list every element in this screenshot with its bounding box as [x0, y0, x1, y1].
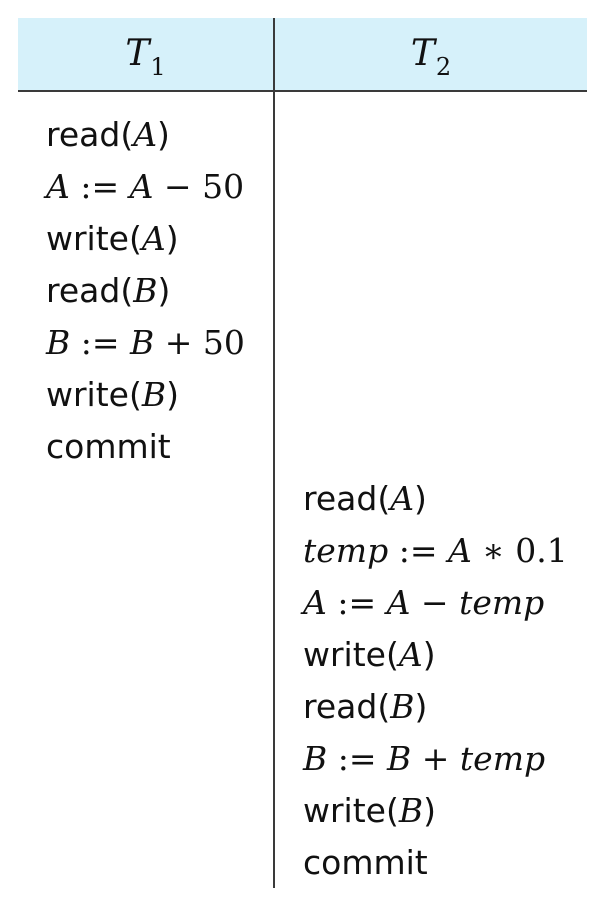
t1-op-assign-a: A := A − 50 [46, 167, 245, 206]
t2-op-assign-temp: temp := A ∗ 0.1 [303, 531, 568, 570]
t1-op-read-a: read(A) [46, 115, 170, 154]
t1-op-commit: commit [46, 427, 171, 466]
t2-op-assign-b: B := B + temp [303, 739, 546, 778]
t1-op-assign-b: B := B + 50 [46, 323, 245, 362]
t1-op-write-a: write(A) [46, 219, 179, 258]
t2-op-write-b: write(B) [303, 791, 436, 830]
column-header-t1: T1 [18, 36, 273, 86]
column-divider [273, 18, 275, 888]
t2-op-read-a: read(A) [303, 479, 427, 518]
t1-op-write-b: write(B) [46, 375, 179, 414]
t2-op-assign-a: A := A − temp [303, 583, 545, 622]
t2-op-commit: commit [303, 843, 428, 882]
t1-op-read-b: read(B) [46, 271, 171, 310]
t2-op-read-b: read(B) [303, 687, 428, 726]
t2-op-write-a: write(A) [303, 635, 436, 674]
header-subscript: 1 [150, 53, 166, 81]
header-subscript: 2 [435, 53, 452, 81]
column-header-t2: T2 [275, 36, 587, 86]
table-header-background [18, 18, 587, 90]
header-letter: T [125, 33, 150, 74]
header-letter: T [410, 33, 435, 74]
header-rule [18, 90, 587, 92]
